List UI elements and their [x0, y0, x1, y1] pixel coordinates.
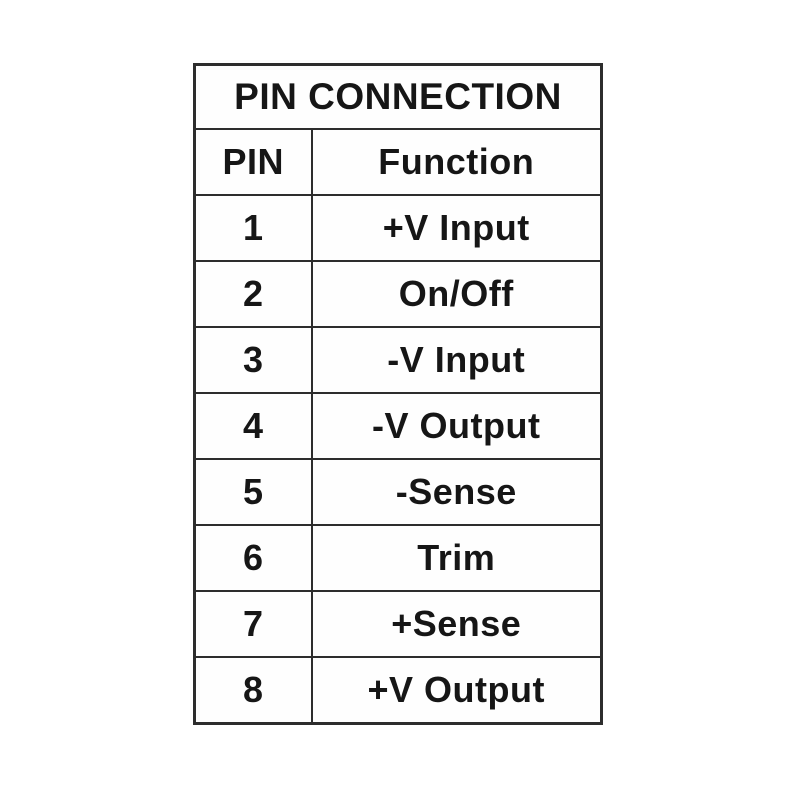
- pin-number-cell: 4: [193, 392, 313, 460]
- pin-function-cell: +V Output: [310, 656, 603, 725]
- table-row: 3 -V Input: [193, 326, 603, 394]
- pin-number-cell: 8: [193, 656, 313, 725]
- pin-function-cell: -V Output: [310, 392, 603, 460]
- pin-number-cell: 5: [193, 458, 313, 526]
- pin-function-cell: -V Input: [310, 326, 603, 394]
- pin-number-cell: 3: [193, 326, 313, 394]
- table-row: 1 +V Input: [193, 194, 603, 262]
- table-row: 5 -Sense: [193, 458, 603, 526]
- table-row: 2 On/Off: [193, 260, 603, 328]
- pin-function-cell: Trim: [310, 524, 603, 592]
- pin-number-cell: 1: [193, 194, 313, 262]
- table-header-row: PIN Function: [193, 128, 603, 196]
- pin-number-cell: 2: [193, 260, 313, 328]
- table-body: 1 +V Input 2 On/Off 3 -V Input 4 -V Outp…: [193, 194, 603, 725]
- table-row: 4 -V Output: [193, 392, 603, 460]
- column-header-function: Function: [310, 128, 603, 196]
- table-row: 7 +Sense: [193, 590, 603, 658]
- pin-connection-table: PIN CONNECTION PIN Function 1 +V Input 2…: [193, 63, 603, 725]
- pin-number-cell: 6: [193, 524, 313, 592]
- column-header-pin: PIN: [193, 128, 313, 196]
- pin-function-cell: +V Input: [310, 194, 603, 262]
- pin-function-cell: +Sense: [310, 590, 603, 658]
- pin-function-cell: On/Off: [310, 260, 603, 328]
- pin-number-cell: 7: [193, 590, 313, 658]
- pin-function-cell: -Sense: [310, 458, 603, 526]
- table-title: PIN CONNECTION: [193, 63, 603, 130]
- table-row: 6 Trim: [193, 524, 603, 592]
- table-row: 8 +V Output: [193, 656, 603, 725]
- table-title-row: PIN CONNECTION: [193, 63, 603, 130]
